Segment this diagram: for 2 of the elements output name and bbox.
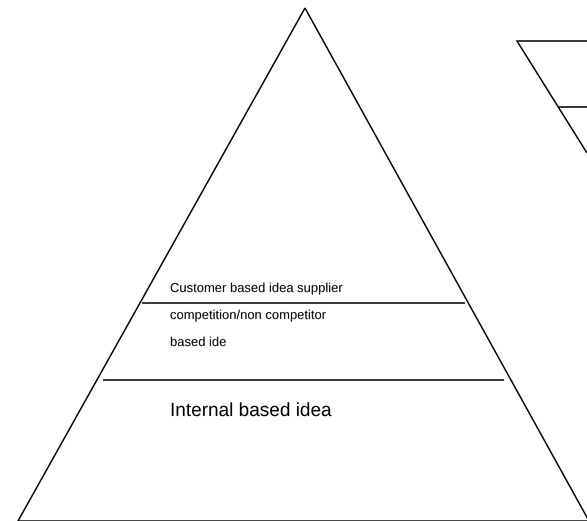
tier-label: Customer based idea supplier competition/non competitor based ide	[170, 279, 344, 351]
tier-label: Internal based idea	[170, 399, 333, 423]
